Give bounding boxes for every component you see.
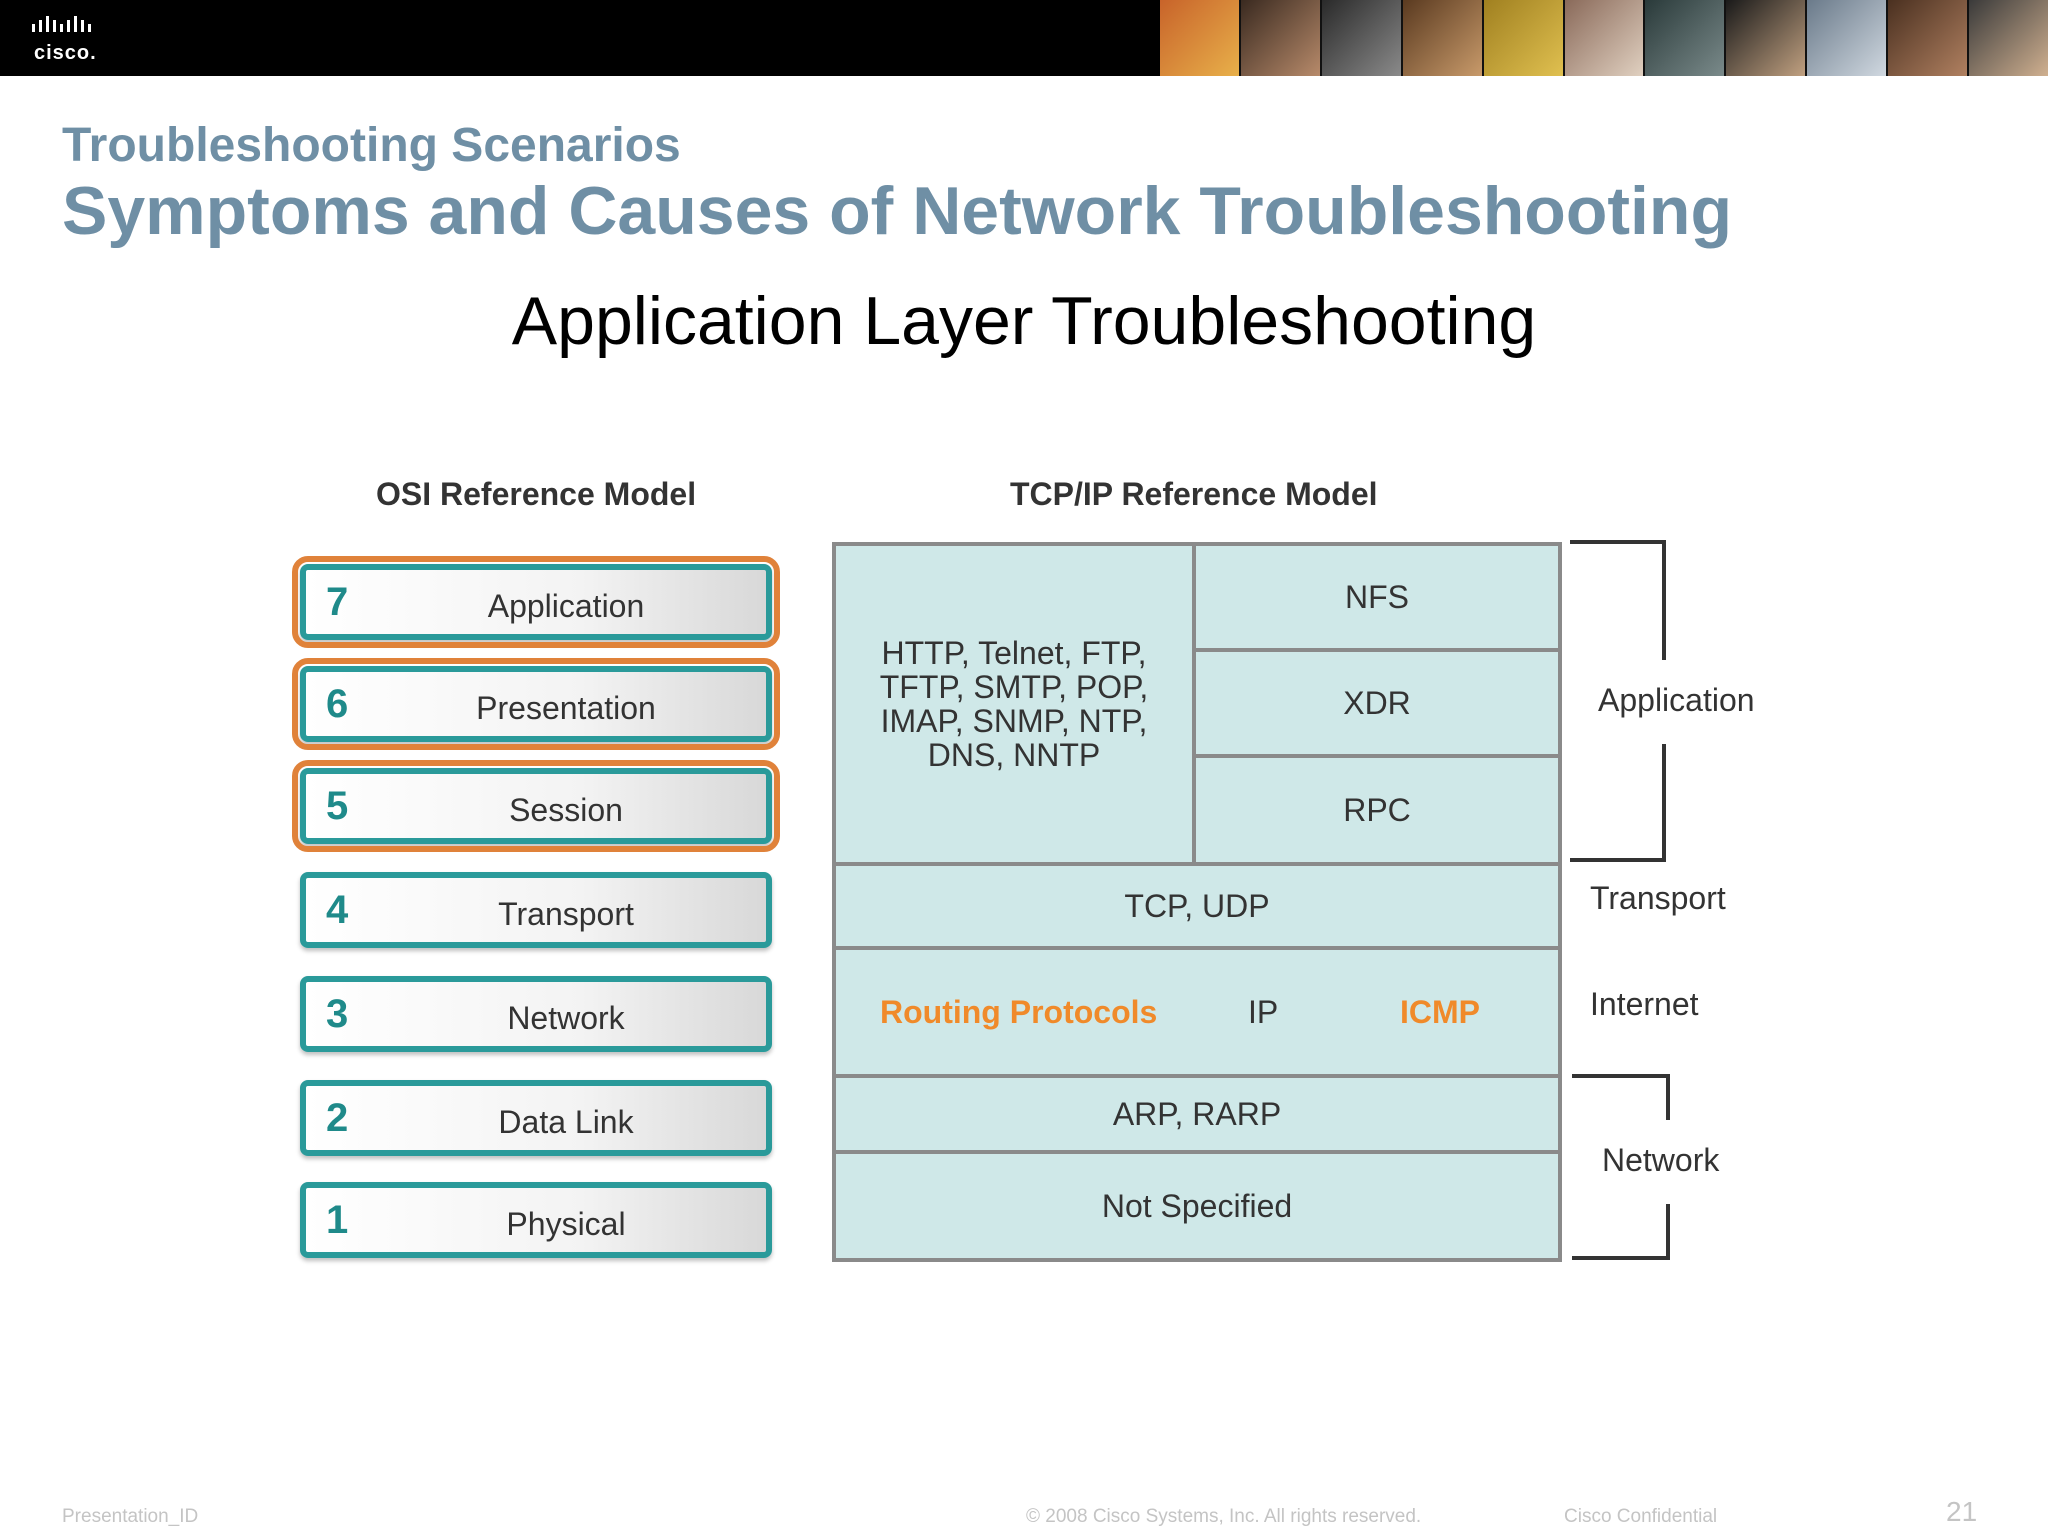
protocol-line: IMAP, SNMP, NTP,	[880, 703, 1148, 739]
osi-layer-7: 7 Application	[292, 556, 780, 648]
slide-subtitle: Troubleshooting Scenarios	[62, 119, 681, 172]
application-bracket-top	[1570, 540, 1666, 660]
photo-7	[1645, 0, 1727, 76]
xdr-cell: XDR	[1192, 648, 1562, 758]
arp-cell: ARP, RARP	[832, 1074, 1562, 1154]
cisco-wordmark: cisco.	[34, 42, 97, 64]
layer-number: 6	[326, 682, 349, 726]
not-specified-cell: Not Specified	[832, 1150, 1562, 1262]
layer-number: 7	[326, 580, 349, 624]
app-protocols-cell: HTTP, Telnet, FTP, TFTP, SMTP, POP, IMAP…	[832, 542, 1196, 866]
tcpip-model-label: TCP/IP Reference Model	[1010, 476, 1378, 512]
cisco-bars-icon	[32, 16, 91, 32]
photo-9	[1807, 0, 1889, 76]
protocol-line: TFTP, SMTP, POP,	[879, 669, 1149, 705]
slide-title: Symptoms and Causes of Network Troublesh…	[62, 173, 1732, 249]
layer-name: Data Link	[498, 1104, 634, 1140]
photo-10	[1888, 0, 1970, 76]
internet-bracket-label: Internet	[1590, 986, 1699, 1022]
slide-heading-text: Application Layer Troubleshooting	[511, 283, 1537, 359]
osi-layer-2: 2 Data Link	[300, 1080, 772, 1156]
network-bracket-label: Network	[1602, 1142, 1720, 1178]
photo-strip	[1160, 0, 2048, 76]
photo-6	[1564, 0, 1646, 76]
layer-number: 3	[326, 992, 349, 1036]
layer-name: Application	[487, 588, 645, 624]
nfs-cell: NFS	[1192, 542, 1562, 652]
photo-8	[1726, 0, 1808, 76]
tcpip-grid: HTTP, Telnet, FTP, TFTP, SMTP, POP, IMAP…	[832, 542, 1562, 1262]
transport-cell: TCP, UDP	[832, 862, 1562, 950]
layer-name: Physical	[506, 1206, 626, 1242]
rpc-cell: RPC	[1192, 754, 1562, 866]
layer-name: Transport	[498, 896, 634, 932]
protocol-line: HTTP, Telnet, FTP,	[881, 635, 1147, 671]
network-bracket-bottom	[1572, 1204, 1670, 1260]
osi-model-label: OSI Reference Model	[376, 476, 697, 512]
application-bracket-label: Application	[1598, 682, 1755, 718]
layer-name: Presentation	[476, 690, 656, 726]
photo-2	[1240, 0, 1322, 76]
application-bracket-bottom	[1570, 744, 1666, 862]
layer-number: 5	[326, 784, 349, 828]
osi-layer-4: 4 Transport	[300, 872, 772, 948]
internet-cell: Routing Protocols IP ICMP	[832, 946, 1562, 1078]
header-band: cisco.	[0, 0, 2048, 76]
transport-bracket-label: Transport	[1590, 880, 1726, 916]
protocol-line: DNS, NNTP	[927, 737, 1101, 773]
layer-number: 1	[326, 1198, 349, 1242]
ip-label: IP	[1248, 993, 1279, 1030]
slide-heading: Application Layer Troubleshooting	[0, 282, 2048, 360]
photo-3	[1321, 0, 1403, 76]
osi-layer-6: 6 Presentation	[292, 658, 780, 750]
layer-number: 4	[326, 888, 349, 932]
footer-copyright: © 2008 Cisco Systems, Inc. All rights re…	[1026, 1506, 1422, 1527]
layer-name: Network	[507, 1000, 625, 1036]
osi-layer-3: 3 Network	[300, 976, 772, 1052]
footer-presentation-id: Presentation_ID	[62, 1506, 199, 1527]
routing-protocols-label: Routing Protocols	[880, 993, 1158, 1030]
osi-layer-1: 1 Physical	[300, 1182, 772, 1258]
icmp-label: ICMP	[1400, 993, 1480, 1030]
layer-number: 2	[326, 1096, 349, 1140]
photo-4	[1402, 0, 1484, 76]
page-number: 21	[1946, 1496, 1978, 1527]
network-bracket-top	[1572, 1074, 1670, 1120]
osi-layer-5: 5 Session	[292, 760, 780, 852]
photo-5	[1483, 0, 1565, 76]
footer-confidential: Cisco Confidential	[1564, 1506, 1718, 1527]
photo-11	[1969, 0, 2048, 76]
photo-1	[1160, 0, 1241, 76]
cisco-logo: cisco.	[30, 14, 120, 64]
layer-name: Session	[509, 792, 623, 828]
